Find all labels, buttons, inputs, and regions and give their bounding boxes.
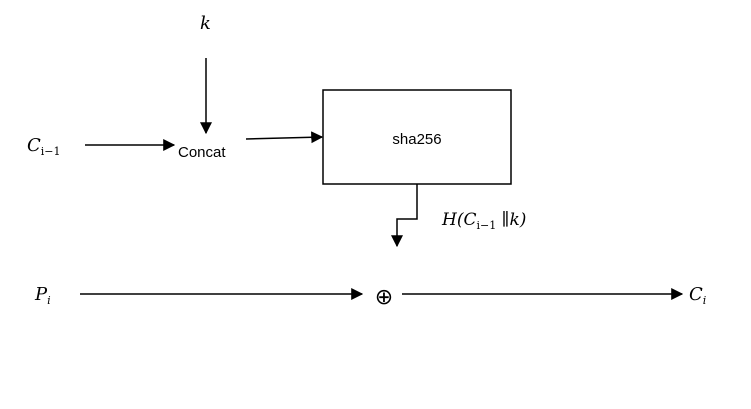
p-i-base: P bbox=[34, 284, 48, 305]
sha256-label: sha256 bbox=[392, 131, 441, 148]
hash-c-subscript: i−1 bbox=[476, 219, 496, 232]
c-prev-base: C bbox=[27, 135, 41, 156]
c-i-subscript: i bbox=[703, 294, 707, 307]
arrow-sha256-to-xor bbox=[391, 184, 418, 248]
sha256-box bbox=[322, 89, 512, 185]
c-i-label: Ci bbox=[689, 284, 706, 307]
hash-suffix: ) bbox=[519, 210, 527, 230]
xor-operator: ⊕ bbox=[375, 285, 393, 310]
p-i-subscript: i bbox=[47, 294, 51, 307]
key-k-label: k bbox=[200, 13, 211, 34]
hash-key: k bbox=[509, 210, 519, 230]
hash-prefix: H( bbox=[441, 210, 464, 230]
c-prev-label: Ci−1 bbox=[27, 135, 61, 158]
hash-c-base: C bbox=[463, 210, 476, 230]
arrow-concat-to-sha256 bbox=[245, 131, 324, 144]
concat-label: Concat bbox=[178, 144, 226, 161]
p-i-label: Pi bbox=[34, 284, 51, 307]
c-prev-subscript: i−1 bbox=[41, 145, 61, 158]
c-i-base: C bbox=[689, 284, 703, 305]
hash-concat-operator: ∥ bbox=[496, 210, 509, 230]
hash-output-label: H(Ci−1 ∥k) bbox=[441, 210, 526, 232]
